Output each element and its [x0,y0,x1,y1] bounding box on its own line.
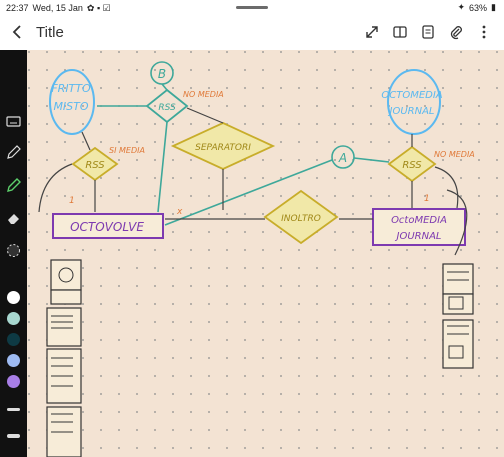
svg-text:SI MEDIA: SI MEDIA [109,146,145,155]
svg-text:1: 1 [69,196,75,206]
svg-text:JOURNAL: JOURNAL [395,231,442,242]
page-title[interactable]: Title [36,24,64,41]
status-bar: 22:37 Wed, 15 Jan ✿ ▪ ☑ ✦ 63% ▮ [0,0,504,16]
svg-text:OctoMEDIA: OctoMEDIA [391,215,447,226]
fritto-misto-node [49,69,95,135]
svg-text:NO MEDIA: NO MEDIA [183,90,224,99]
more-vertical-icon [482,25,486,39]
dot-grid [27,50,504,457]
status-time: 22:37 [6,3,29,13]
svg-text:RSS: RSS [85,160,105,171]
marker-a [331,145,355,169]
status-date: Wed, 15 Jan [32,3,83,13]
eraser-icon [8,214,19,224]
color-swatch-dark-teal[interactable] [7,333,20,346]
pen-icon [7,145,21,159]
svg-text:A: A [338,151,347,165]
svg-text:JOURNAL: JOURNAL [388,106,435,117]
pen-toolbar [0,50,27,457]
svg-text:INOLTRO: INOLTRO [281,214,321,224]
thin-stroke-option[interactable] [7,408,20,411]
svg-text:B: B [158,67,166,81]
battery-level: 63% [469,2,488,13]
octomedia-journal-box [372,208,466,246]
octovolve-box [52,213,164,239]
fritto-misto-label: FRITTO [51,82,91,95]
svg-text:SEPARATORI: SEPARATORI [195,143,251,153]
octomedia-journal-node [387,69,441,135]
notification-icons: ✿ ▪ ☑ [86,2,111,13]
color-swatch-light-blue[interactable] [7,354,20,367]
svg-text:OCTOVOLVE: OCTOVOLVE [70,220,144,234]
eraser-tool[interactable] [5,209,22,226]
svg-text:RSS: RSS [158,103,176,113]
battery-icon: ▮ [491,2,496,12]
paperclip-icon [450,26,462,40]
svg-text:MISTO: MISTO [53,100,88,113]
chevron-left-icon [12,25,21,39]
back-button[interactable] [10,24,24,45]
drawing-canvas[interactable]: FRITTO MISTO OCTOMEDIA JOURNAL B RSS NO … [27,50,504,457]
signal-icon: ✦ [457,2,466,12]
svg-text:x: x [176,207,183,217]
keyboard-icon [6,116,21,127]
more-button[interactable] [476,24,492,40]
attach-button[interactable] [448,24,464,40]
left-message-stack [46,259,82,457]
svg-text:OCTOMEDIA: OCTOMEDIA [381,90,442,101]
color-swatch-purple[interactable] [7,375,20,388]
sketch: FRITTO MISTO OCTOMEDIA JOURNAL B RSS NO … [27,50,504,457]
book-button[interactable] [392,24,408,40]
svg-text:NO MEDIA: NO MEDIA [434,150,475,159]
svg-text:RSS: RSS [402,160,422,171]
color-swatch-mint[interactable] [7,312,20,325]
expand-icon [366,26,378,38]
expand-button[interactable] [364,24,380,40]
pen-tool[interactable] [5,144,22,161]
highlighter-icon [7,178,21,192]
list-button[interactable] [420,24,436,40]
keyboard-tool[interactable] [5,113,22,130]
book-icon [393,26,407,38]
lasso-icon [7,244,20,257]
highlighter-tool[interactable] [5,177,22,194]
status-pill [236,6,268,9]
color-swatch-white[interactable] [7,291,20,304]
svg-text:1: 1 [424,194,430,204]
list-icon [422,25,434,39]
thick-stroke-option[interactable] [7,434,20,438]
inoltro-diamond [263,189,339,245]
right-message-stack [442,263,474,369]
toolbar: Title [0,16,504,50]
lasso-tool[interactable] [5,242,22,259]
